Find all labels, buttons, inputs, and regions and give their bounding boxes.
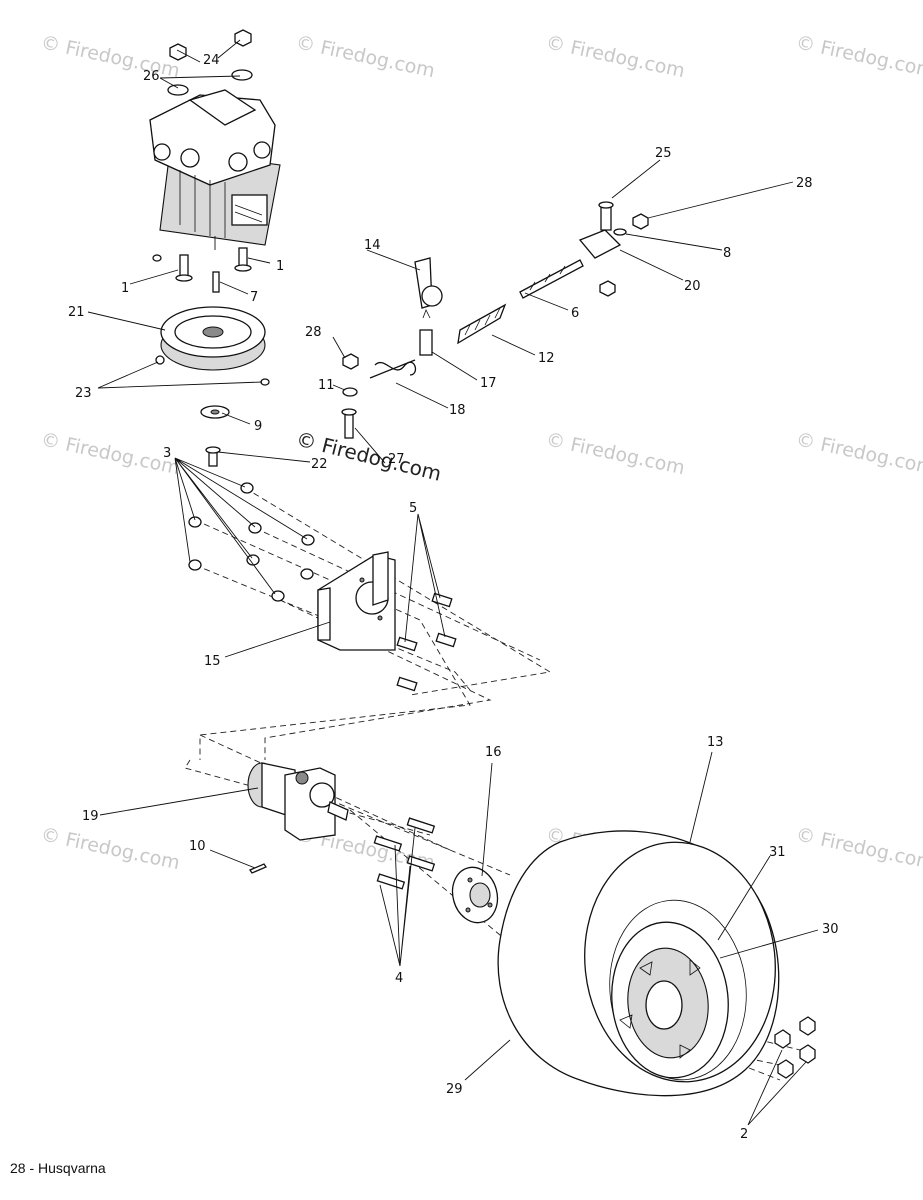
callout-1: 1	[276, 259, 284, 274]
watermark-text: © Firedog.com	[794, 31, 923, 82]
callout-20: 20	[684, 279, 701, 294]
callout-10: 10	[189, 839, 206, 854]
callouts: 24 26 1 1 7 21 23 9 3 22 5 15 19 10 4 16…	[68, 53, 839, 1142]
leader-lines	[87, 39, 819, 1126]
watermark-text: © Firedog.com	[544, 31, 687, 82]
callout-9: 9	[254, 419, 262, 434]
wheel-hub	[451, 866, 499, 924]
callout-4: 4	[395, 971, 403, 986]
pump-bolts	[152, 247, 252, 293]
key-10	[249, 863, 267, 874]
control-linkage	[341, 201, 649, 439]
bolts-5	[396, 592, 457, 692]
pulley	[155, 306, 270, 419]
callout-31: 31	[769, 845, 786, 860]
callout-25: 25	[655, 146, 672, 161]
callout-2: 2	[740, 1127, 748, 1142]
callout-30: 30	[822, 922, 839, 937]
callout-11: 11	[318, 378, 335, 393]
callout-3: 3	[163, 446, 171, 461]
callout-13: 13	[707, 735, 724, 750]
callout-7: 7	[250, 290, 258, 305]
wheel-tire-assembly	[497, 830, 780, 1097]
callout-6: 6	[571, 306, 579, 321]
watermark-text: © Firedog.com	[794, 428, 923, 479]
watermark-text: © Firedog.com	[794, 823, 923, 874]
mounting-bracket	[317, 551, 396, 651]
callout-18: 18	[449, 403, 466, 418]
callout-17: 17	[480, 376, 497, 391]
callout-23: 23	[75, 386, 92, 401]
bolt-22	[205, 446, 221, 467]
watermark-text: © Firedog.com	[39, 31, 182, 82]
callout-16: 16	[485, 745, 502, 760]
callout-29: 29	[446, 1082, 463, 1097]
callout-27: 27	[388, 452, 405, 467]
callout-14: 14	[364, 238, 381, 253]
page-footer: 28 - Husqvarna	[10, 1160, 106, 1176]
callout-24: 24	[203, 53, 220, 68]
callout-22: 22	[311, 457, 328, 472]
callout-15: 15	[204, 654, 221, 669]
hydrostatic-pump	[149, 89, 281, 250]
watermark-text: © Firedog.com	[39, 823, 182, 874]
watermark-text: © Firedog.com	[294, 31, 437, 82]
lug-nuts	[774, 1016, 816, 1079]
watermark-text: © Firedog.com	[544, 428, 687, 479]
callout-8: 8	[723, 246, 731, 261]
watermark-text: © Firedog.com	[39, 428, 182, 479]
bolts-4	[373, 817, 436, 890]
pump-hardware	[167, 29, 253, 96]
callout-1: 1	[121, 281, 129, 296]
callout-28: 28	[305, 325, 322, 340]
callout-5: 5	[409, 501, 417, 516]
callout-19: 19	[82, 809, 99, 824]
callout-26: 26	[143, 69, 160, 84]
callout-21: 21	[68, 305, 85, 320]
wheel-motor	[247, 762, 349, 841]
nuts-3	[188, 482, 315, 602]
callout-28: 28	[796, 176, 813, 191]
callout-12: 12	[538, 351, 555, 366]
